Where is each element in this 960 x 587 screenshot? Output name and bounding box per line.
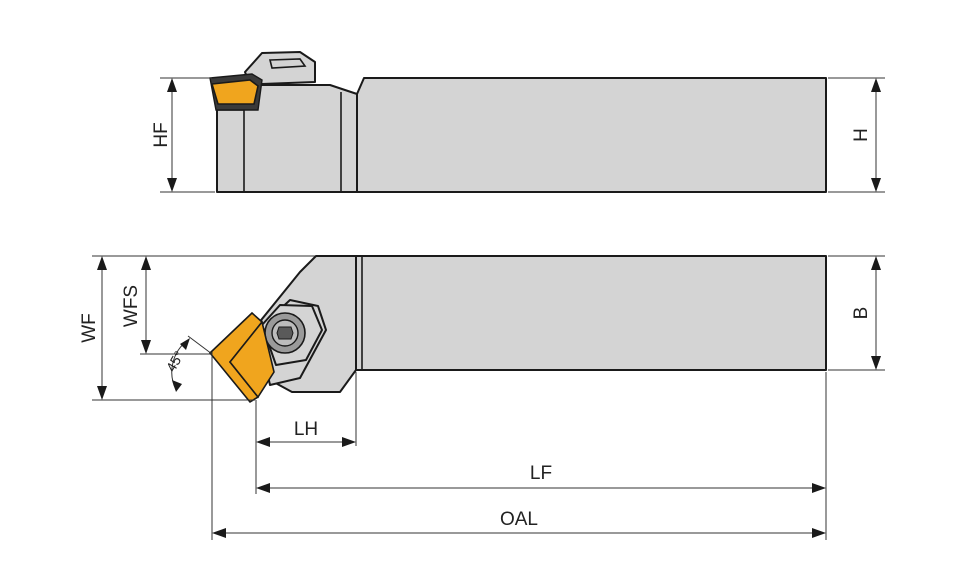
wfs-dimension: WFS bbox=[121, 256, 210, 355]
h-dimension: H bbox=[828, 77, 885, 193]
top-view-shank bbox=[355, 255, 827, 371]
side-view-insert bbox=[210, 79, 259, 105]
angle-indicator: 45° bbox=[163, 335, 213, 392]
b-dimension: B bbox=[828, 255, 885, 371]
b-label: B bbox=[851, 307, 872, 320]
wfs-label: WFS bbox=[121, 285, 142, 327]
h-label: H bbox=[851, 128, 872, 142]
lf-label: LF bbox=[530, 463, 552, 484]
lh-label: LH bbox=[294, 419, 318, 440]
side-view bbox=[209, 51, 827, 193]
hf-dimension: HF bbox=[151, 77, 215, 193]
hf-label: HF bbox=[151, 122, 172, 147]
wf-label: WF bbox=[79, 313, 100, 343]
hex-socket bbox=[276, 326, 294, 340]
wf-dimension: WF bbox=[79, 255, 315, 401]
lf-dimension: LF bbox=[256, 463, 826, 493]
angle-label: 45° bbox=[163, 348, 187, 374]
oal-dimension: OAL bbox=[212, 509, 826, 538]
top-view bbox=[208, 255, 827, 404]
oal-label: OAL bbox=[500, 509, 538, 530]
top-view-insert-face bbox=[228, 320, 275, 399]
side-view-shank bbox=[356, 77, 827, 193]
side-view-clamp-detail bbox=[268, 58, 307, 69]
lh-dimension: LH bbox=[256, 419, 356, 447]
